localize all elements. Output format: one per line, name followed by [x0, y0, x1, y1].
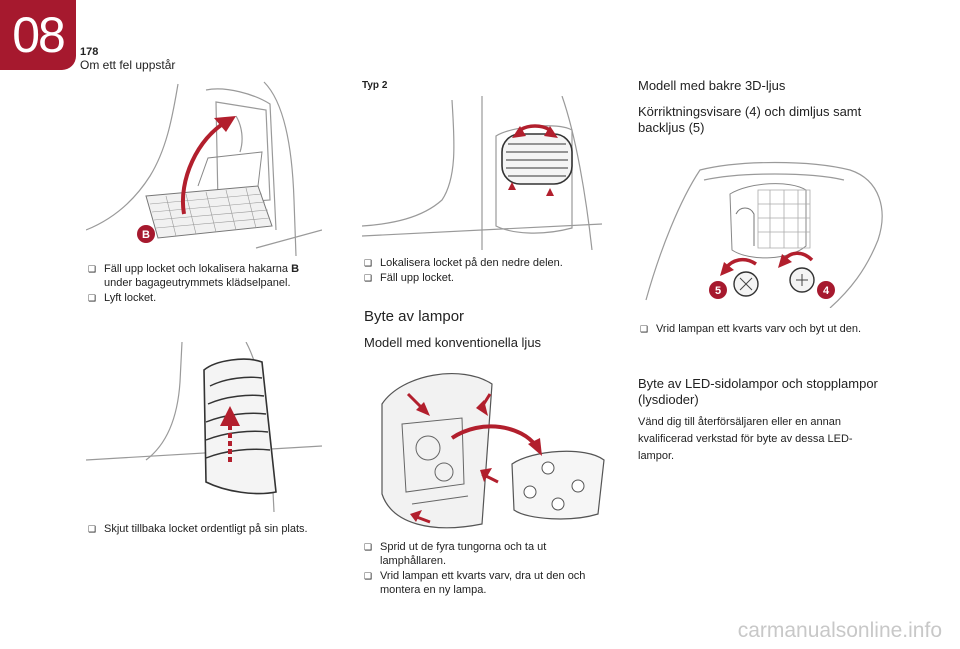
- col1-bullets-1: ❑ Fäll upp locket och lokalisera hakarna…: [88, 262, 328, 306]
- col2-bullets-2: ❑ Sprid ut de fyra tungorna och ta ut la…: [364, 540, 614, 598]
- chapter-title: Om ett fel uppstår: [80, 58, 176, 72]
- col3-bullets-1: ❑ Vrid lampan ett kvarts varv och byt ut…: [640, 322, 900, 337]
- list-item: ❑ Fäll upp locket.: [364, 272, 454, 284]
- figure-vent-cover: [86, 342, 322, 512]
- fig-label-b: B: [142, 229, 150, 241]
- list-item: ❑ Vrid lampan ett kvarts varv, dra ut de…: [364, 570, 586, 596]
- list-item: ❑ Skjut tillbaka locket ordentligt på si…: [88, 523, 308, 535]
- square-bullet-icon: ❑: [640, 324, 649, 334]
- page-number: 178: [80, 46, 99, 58]
- square-bullet-icon: ❑: [88, 264, 97, 274]
- section-title-lamps: Byte av lampor: [364, 308, 465, 325]
- paragraph-led: Vänd dig till återförsäljaren eller en a…: [638, 416, 853, 462]
- figure-trunk-lid-open: B: [86, 81, 322, 256]
- list-item: ❑ Fäll upp locket och lokalisera hakarna…: [88, 263, 300, 289]
- fig-label-4: 4: [823, 285, 830, 297]
- fig-label-5: 5: [715, 285, 721, 297]
- figure-3d-rear-light: 5 4: [645, 161, 883, 308]
- typ-label: Typ 2: [362, 80, 388, 91]
- chapter-tab: 08: [0, 0, 76, 70]
- square-bullet-icon: ❑: [88, 524, 97, 534]
- list-item: ❑ Lyft locket.: [88, 292, 157, 304]
- square-bullet-icon: ❑: [364, 258, 373, 268]
- list-item: ❑ Vrid lampan ett kvarts varv och byt ut…: [640, 323, 862, 335]
- square-bullet-icon: ❑: [364, 571, 373, 581]
- figure-rear-cover-typ2: [362, 96, 602, 250]
- subtitle-3d-lights: Modell med bakre 3D-ljus: [638, 78, 786, 93]
- square-bullet-icon: ❑: [364, 542, 373, 552]
- square-bullet-icon: ❑: [88, 293, 97, 303]
- col1-bullets-2: ❑ Skjut tillbaka locket ordentligt på si…: [88, 522, 338, 537]
- list-item: ❑ Lokalisera locket på den nedre delen.: [364, 257, 563, 269]
- figure-lamp-holder: [381, 373, 605, 529]
- list-item: ❑ Sprid ut de fyra tungorna och ta ut la…: [364, 541, 547, 567]
- subtitle-conventional: Modell med konventionella ljus: [364, 335, 542, 350]
- col2-bullets-1: ❑ Lokalisera locket på den nedre delen. …: [364, 256, 614, 286]
- square-bullet-icon: ❑: [364, 273, 373, 283]
- chapter-number: 08: [12, 7, 66, 63]
- subtitle-indicator-fog-reverse: Körriktningsvisare (4) och dimljus samt …: [638, 104, 862, 135]
- subtitle-led-lamps: Byte av LED-sidolampor och stopplampor (…: [638, 376, 878, 407]
- watermark: carmanualsonline.info: [737, 619, 942, 642]
